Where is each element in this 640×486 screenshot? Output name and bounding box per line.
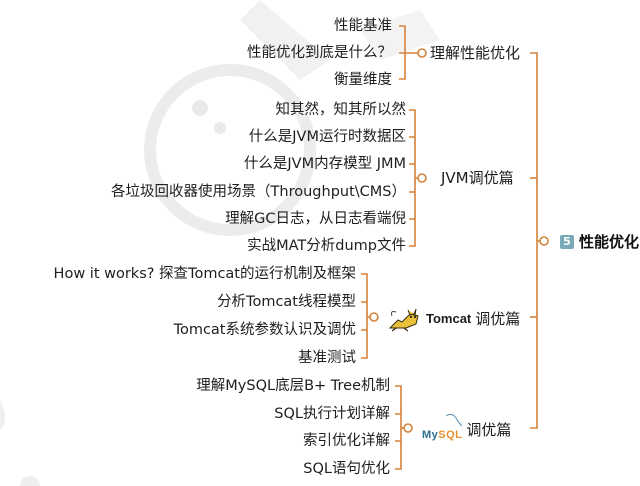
branch-jvm-tuning[interactable]: JVM调优篇 bbox=[441, 169, 514, 187]
leaf-mysql-btree[interactable]: 理解MySQL底层B+ Tree机制 bbox=[196, 378, 390, 394]
leaf-performance-baseline[interactable]: 性能基准 bbox=[334, 18, 392, 34]
branch-label: 理解性能优化 bbox=[430, 44, 521, 62]
leaf-index-optimization[interactable]: 索引优化详解 bbox=[303, 433, 390, 449]
leaf-mat-dump-analysis[interactable]: 实战MAT分析dump文件 bbox=[247, 238, 406, 254]
leaf-measurement-dimensions[interactable]: 衡量维度 bbox=[334, 72, 392, 88]
tomcat-logo-icon bbox=[388, 308, 419, 332]
leaf-benchmark-testing[interactable]: 基准测试 bbox=[298, 350, 356, 366]
tomcat-label: Tomcat bbox=[426, 311, 472, 326]
mysql-logo-icon: MySQL bbox=[422, 413, 463, 444]
branch-label: 调优篇 bbox=[475, 310, 521, 328]
branch-tomcat-tuning[interactable]: Tomcat 调优篇 bbox=[388, 306, 520, 332]
leaf-jvm-memory-model[interactable]: 什么是JVM内存模型 JMM bbox=[243, 156, 406, 172]
leaf-tomcat-thread-model[interactable]: 分析Tomcat线程模型 bbox=[217, 294, 356, 310]
root-node-performance-optimization[interactable]: 5 性能优化 bbox=[560, 231, 639, 252]
leaf-jvm-runtime-data-area[interactable]: 什么是JVM运行时数据区 bbox=[248, 129, 406, 145]
leaf-sql-execution-plan[interactable]: SQL执行计划详解 bbox=[274, 406, 390, 422]
leaf-know-why[interactable]: 知其然，知其所以然 bbox=[275, 102, 407, 118]
priority-badge: 5 bbox=[560, 234, 574, 249]
branch-label: JVM调优篇 bbox=[441, 169, 514, 187]
branch-mysql-tuning[interactable]: MySQL 调优篇 bbox=[422, 413, 512, 444]
branch-label: 调优篇 bbox=[466, 421, 512, 439]
branch-understand-performance[interactable]: 理解性能优化 bbox=[430, 44, 520, 62]
leaf-what-is-optimization[interactable]: 性能优化到底是什么？ bbox=[247, 45, 392, 61]
leaf-tomcat-how-it-works[interactable]: How it works? 探查Tomcat的运行机制及框架 bbox=[53, 266, 356, 282]
leaf-gc-logs[interactable]: 理解GC日志，从日志看端倪 bbox=[225, 211, 406, 227]
leaf-tomcat-parameters[interactable]: Tomcat系统参数认识及调优 bbox=[173, 322, 356, 338]
leaf-sql-statement-optimization[interactable]: SQL语句优化 bbox=[303, 461, 390, 477]
root-label: 性能优化 bbox=[579, 233, 640, 251]
leaf-gc-collectors-scenarios[interactable]: 各垃圾回收器使用场景（Throughput\CMS） bbox=[111, 184, 406, 200]
